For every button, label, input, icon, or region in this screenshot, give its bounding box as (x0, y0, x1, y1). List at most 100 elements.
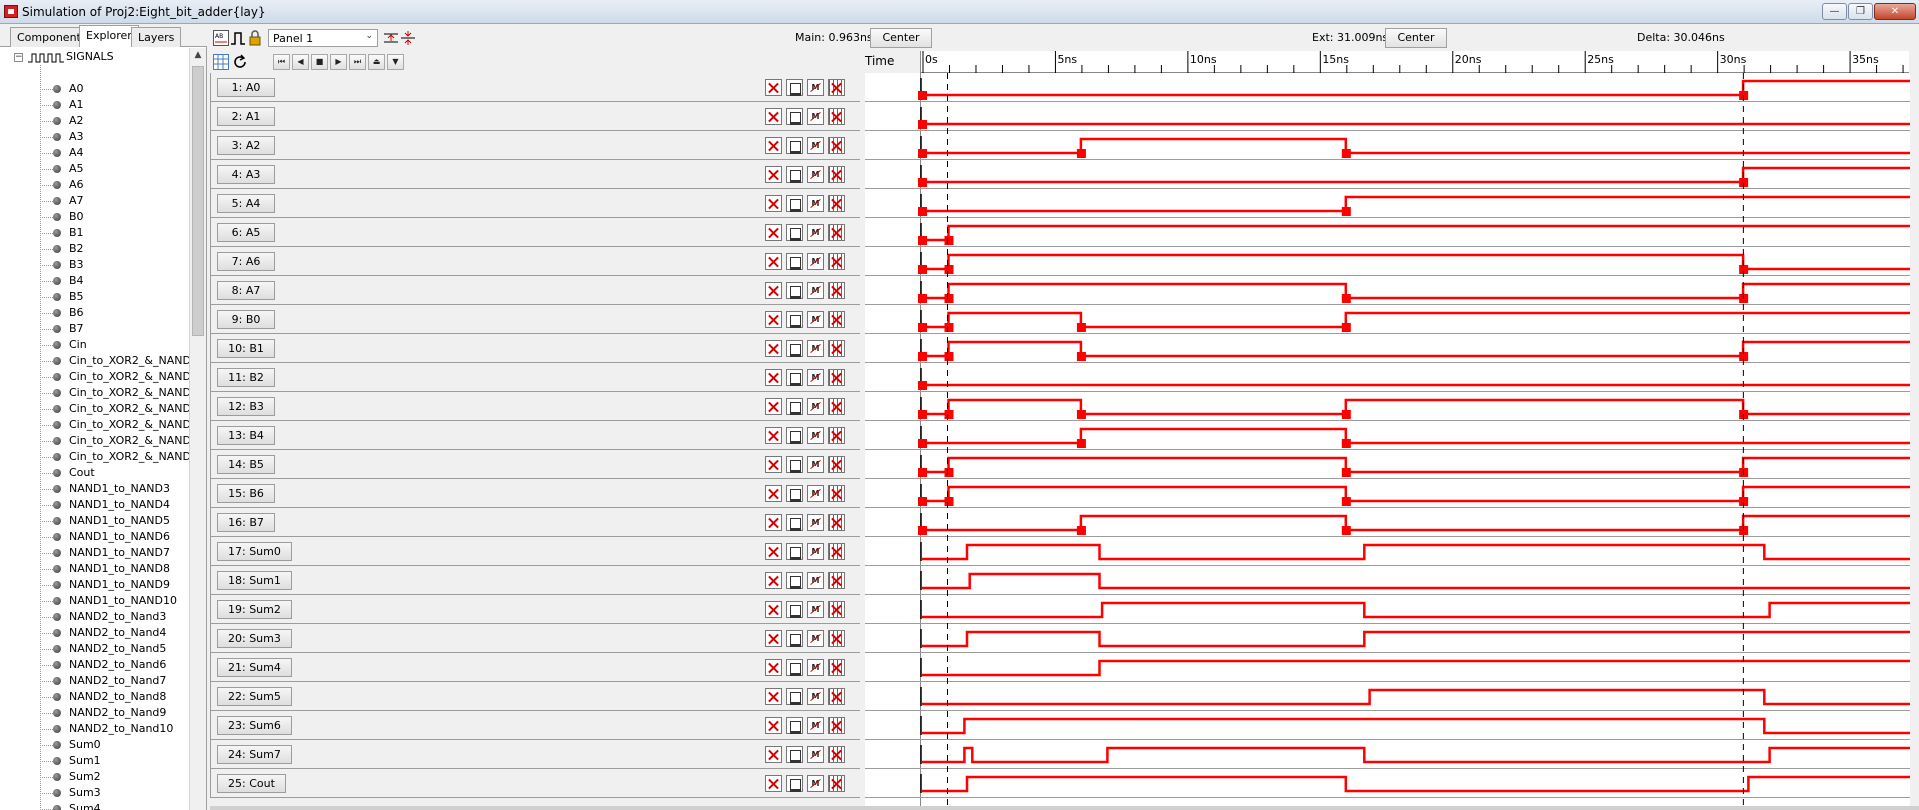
signal-button[interactable]: 17: Sum0 (217, 542, 292, 561)
signal-button[interactable]: 6: A5 (217, 223, 275, 242)
signal-button[interactable]: 20: Sum3 (217, 629, 292, 648)
tree-item[interactable]: NAND2_to_Nand5 (40, 641, 190, 657)
clear-waveform-icon[interactable] (828, 108, 845, 125)
tree-item[interactable]: NAND1_to_NAND7 (40, 545, 190, 561)
tree-item[interactable]: A2 (40, 113, 190, 129)
clear-waveform-icon[interactable] (828, 195, 845, 212)
clear-waveform-icon[interactable] (828, 282, 845, 299)
minimize-button[interactable]: — (1822, 3, 1847, 20)
tree-item[interactable]: Cin_to_XOR2_&_NAND4 (40, 385, 190, 401)
tab-explorer[interactable]: Explorer (79, 25, 139, 47)
tree-scrollbar[interactable]: ▲ (189, 48, 206, 810)
signal-button[interactable]: 24: Sum7 (217, 745, 292, 764)
tree-item[interactable]: Cin_to_XOR2_&_NAND2 (40, 353, 190, 369)
remove-signal-icon[interactable] (765, 456, 782, 473)
clear-waveform-icon[interactable] (828, 166, 845, 183)
tree-item[interactable]: NAND1_to_NAND3 (40, 481, 190, 497)
signal-button[interactable]: 25: Cout (217, 774, 286, 793)
expand-signal-icon[interactable] (786, 775, 803, 792)
expand-signal-icon[interactable] (786, 630, 803, 647)
tree-item[interactable]: NAND2_to_Nand7 (40, 673, 190, 689)
signal-button[interactable]: 16: B7 (217, 513, 275, 532)
center-main-button[interactable]: Center (870, 28, 932, 48)
expand-signal-icon[interactable] (786, 282, 803, 299)
tree-item[interactable]: B4 (40, 273, 190, 289)
remove-signal-icon[interactable] (765, 224, 782, 241)
remove-signal-icon[interactable] (765, 427, 782, 444)
tree-item[interactable]: B2 (40, 241, 190, 257)
tree-item[interactable]: B1 (40, 225, 190, 241)
expand-signal-icon[interactable] (786, 195, 803, 212)
radix-icon[interactable]: M (807, 543, 824, 560)
tree-item[interactable]: A0 (40, 81, 190, 97)
remove-signal-icon[interactable] (765, 717, 782, 734)
signal-button[interactable]: 8: A7 (217, 281, 275, 300)
radix-icon[interactable]: M (807, 166, 824, 183)
signal-button[interactable]: 9: B0 (217, 310, 275, 329)
radix-icon[interactable]: M (807, 108, 824, 125)
tree-item[interactable]: A7 (40, 193, 190, 209)
remove-signal-icon[interactable] (765, 630, 782, 647)
expand-signal-icon[interactable] (786, 427, 803, 444)
remove-signal-icon[interactable] (765, 166, 782, 183)
clear-waveform-icon[interactable] (828, 485, 845, 502)
radix-icon[interactable]: M (807, 282, 824, 299)
center-ext-button[interactable]: Center (1385, 28, 1447, 48)
pulse-icon[interactable] (230, 30, 246, 46)
expand-signal-icon[interactable] (786, 79, 803, 96)
remove-signal-icon[interactable] (765, 311, 782, 328)
tree-item[interactable]: A4 (40, 145, 190, 161)
tree-item[interactable]: NAND1_to_NAND4 (40, 497, 190, 513)
radix-icon[interactable]: M (807, 398, 824, 415)
first-button[interactable]: ⏮ (273, 54, 290, 70)
signal-button[interactable]: 22: Sum5 (217, 687, 292, 706)
remove-signal-icon[interactable] (765, 572, 782, 589)
radix-icon[interactable]: M (807, 311, 824, 328)
expand-signal-icon[interactable] (786, 369, 803, 386)
signal-button[interactable]: 12: B3 (217, 397, 275, 416)
expand-signal-icon[interactable] (786, 659, 803, 676)
tree-item[interactable]: NAND2_to_Nand3 (40, 609, 190, 625)
restore-button[interactable]: ❐ (1848, 3, 1873, 20)
expand-signal-icon[interactable] (786, 108, 803, 125)
signal-button[interactable]: 13: B4 (217, 426, 275, 445)
tab-layers[interactable]: Layers (131, 27, 182, 47)
clear-waveform-icon[interactable] (828, 688, 845, 705)
signal-button[interactable]: 10: B1 (217, 339, 275, 358)
tree-item[interactable]: Cin_to_XOR2_&_NAND5 (40, 401, 190, 417)
radix-icon[interactable]: M (807, 514, 824, 531)
tree-item[interactable]: NAND1_to_NAND5 (40, 513, 190, 529)
radix-icon[interactable]: M (807, 601, 824, 618)
remove-signal-icon[interactable] (765, 369, 782, 386)
previous-button[interactable]: ◀ (292, 54, 309, 70)
scroll-up-icon[interactable]: ▲ (194, 50, 202, 60)
tree-item[interactable]: A6 (40, 177, 190, 193)
clear-waveform-icon[interactable] (828, 514, 845, 531)
tree-item[interactable]: Cin_to_XOR2_&_NAND6 (40, 417, 190, 433)
radix-icon[interactable]: M (807, 746, 824, 763)
tree-item[interactable]: B3 (40, 257, 190, 273)
radix-icon[interactable]: M (807, 717, 824, 734)
clear-waveform-icon[interactable] (828, 775, 845, 792)
tree-item[interactable]: NAND1_to_NAND9 (40, 577, 190, 593)
radix-icon[interactable]: M (807, 688, 824, 705)
lock-icon[interactable] (247, 30, 263, 46)
expand-signal-icon[interactable] (786, 456, 803, 473)
signal-button[interactable]: 15: B6 (217, 484, 275, 503)
remove-signal-icon[interactable] (765, 746, 782, 763)
tree-item[interactable]: Cin_to_XOR2_&_NAND3 (40, 369, 190, 385)
signal-button[interactable]: 19: Sum2 (217, 600, 292, 619)
expand-signal-icon[interactable] (786, 166, 803, 183)
expand-signals-icon[interactable] (383, 30, 399, 46)
tree-item[interactable]: NAND1_to_NAND8 (40, 561, 190, 577)
tree-item[interactable]: Cin_to_XOR2_&_NAND7 (40, 433, 190, 449)
clear-waveform-icon[interactable] (828, 543, 845, 560)
signal-button[interactable]: 3: A2 (217, 136, 275, 155)
tree-item[interactable]: Sum1 (40, 753, 190, 769)
eject-button[interactable]: ⏏ (368, 54, 385, 70)
clear-waveform-icon[interactable] (828, 340, 845, 357)
remove-signal-icon[interactable] (765, 253, 782, 270)
remove-signal-icon[interactable] (765, 485, 782, 502)
radix-icon[interactable]: M (807, 340, 824, 357)
radix-icon[interactable]: M (807, 630, 824, 647)
